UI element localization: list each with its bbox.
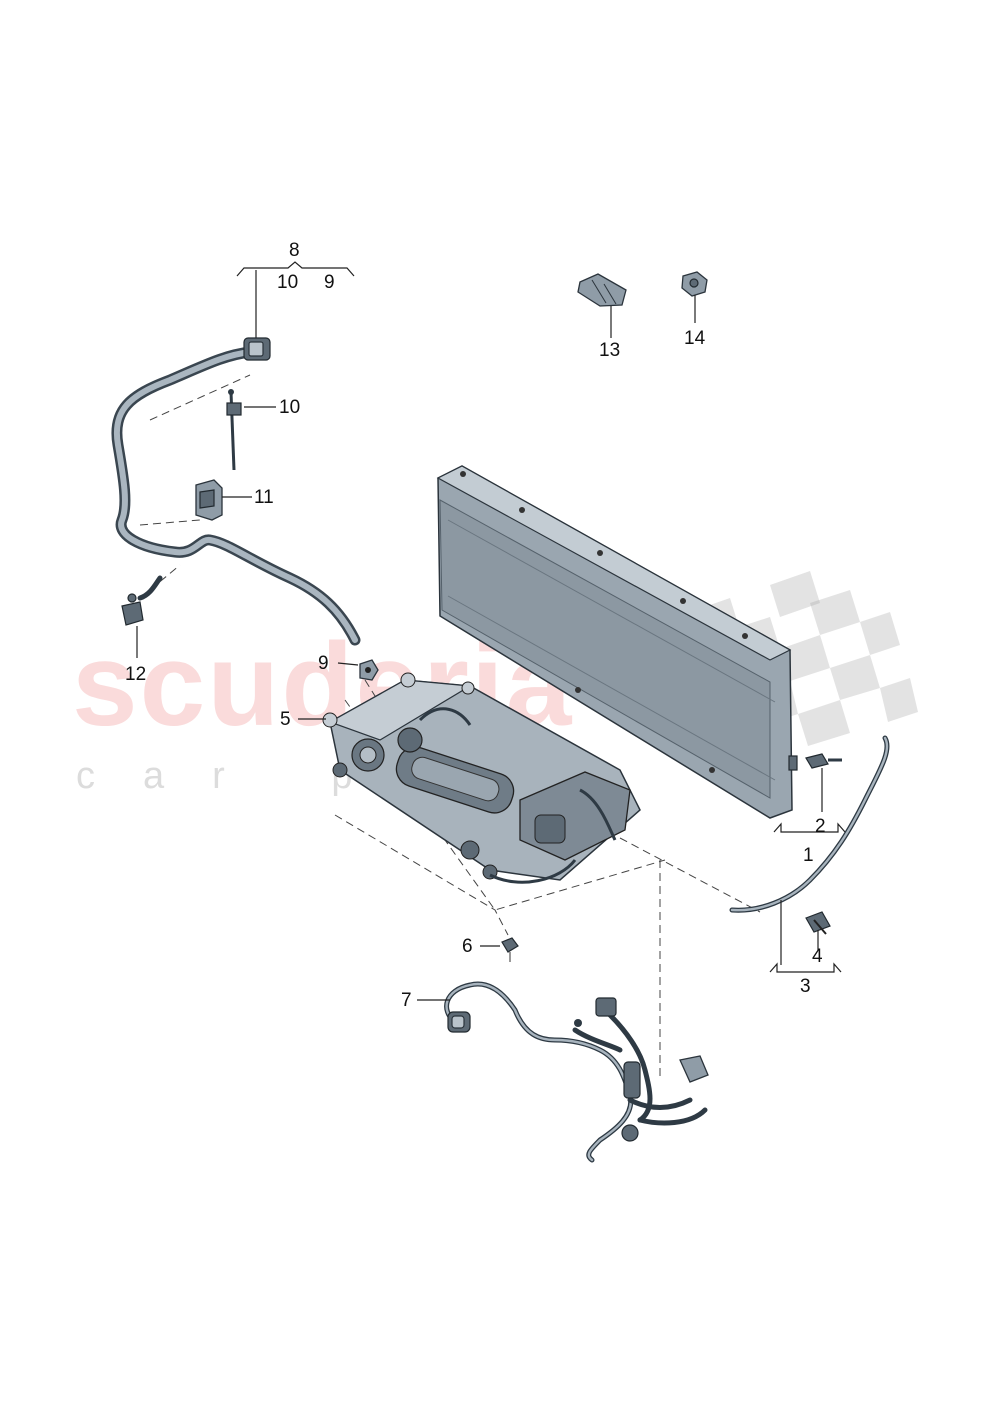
callout-13: 13 <box>599 340 620 361</box>
compressor-assembly-part-5 <box>322 672 641 884</box>
callout-6: 6 <box>462 936 473 957</box>
sensor-part-2 <box>788 753 842 771</box>
callout-9: 9 <box>318 653 329 674</box>
air-hose <box>111 337 361 646</box>
callout-3: 3 <box>800 976 811 997</box>
air-line-part-3 <box>729 735 890 935</box>
callout-3-bracket <box>769 962 842 973</box>
wiring-harness-part-7 <box>444 981 709 1163</box>
callout-12: 12 <box>125 664 146 685</box>
cable-tie-part <box>226 389 242 471</box>
callout-1-bracket <box>773 822 846 833</box>
callout-2: 2 <box>815 816 826 837</box>
cover-panel-part-1 <box>436 465 793 819</box>
callout-11: 11 <box>254 487 274 508</box>
callout-9-leader <box>337 662 359 666</box>
holder-clip-part <box>195 479 223 521</box>
callout-14: 14 <box>684 328 706 349</box>
nut-part-9 <box>359 659 379 681</box>
callout-1-group: 1 <box>773 822 846 866</box>
callout-10: 10 <box>279 397 300 418</box>
callout-1: 1 <box>803 845 814 866</box>
callout-8-group: 8 10 9 <box>236 240 355 338</box>
callout-3-group: 3 <box>769 962 842 997</box>
callout-7: 7 <box>401 990 412 1011</box>
nut-part-14 <box>681 271 708 297</box>
callout-5: 5 <box>280 709 291 730</box>
bracket-part-12 <box>121 575 163 626</box>
callout-8: 8 <box>289 240 300 261</box>
callout-8-sub-9: 9 <box>324 272 335 293</box>
callout-4: 4 <box>812 946 823 967</box>
screw-part-6 <box>501 937 519 962</box>
callout-8-sub-10: 10 <box>277 272 298 293</box>
callout-8-bracket <box>236 261 355 277</box>
screw-connector-part-13 <box>577 273 627 307</box>
